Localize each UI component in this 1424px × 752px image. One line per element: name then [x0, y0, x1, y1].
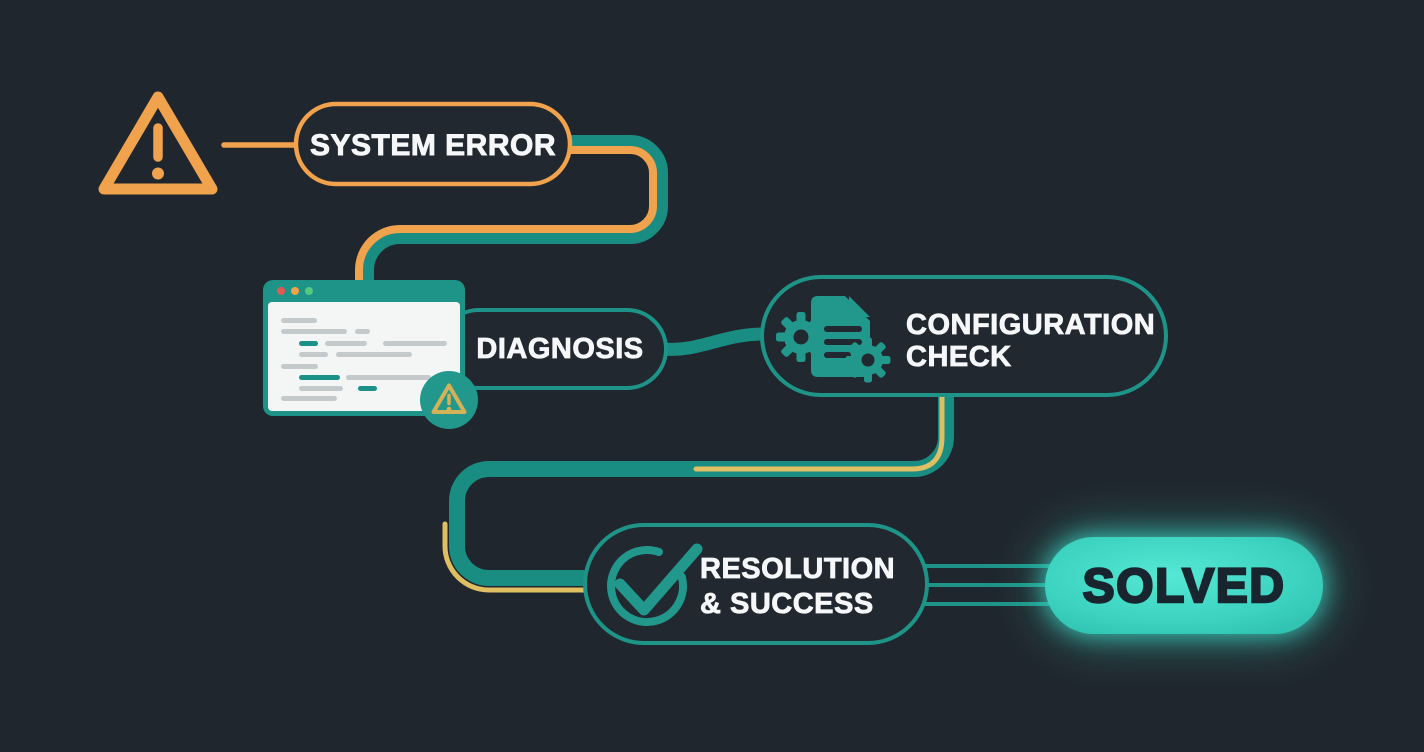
connector-diagnosis-to-configuration	[663, 327, 765, 356]
node-configuration-check: CONFIGURATION CHECK	[760, 275, 1168, 397]
window-dot-red	[277, 287, 285, 295]
badge-triangle-outline	[431, 383, 467, 414]
terminal-code-lines	[281, 318, 447, 401]
solved-label: SOLVED	[1083, 560, 1286, 613]
node-resolution-success: RESOLUTION & SUCCESS	[583, 523, 929, 645]
node-solved: SOLVED	[1045, 537, 1323, 634]
document-fold	[849, 296, 870, 317]
badge-exclamation-dot	[446, 406, 452, 412]
window-dot-yellow	[291, 287, 299, 295]
connector-resolution-to-solved	[920, 564, 1052, 606]
configuration-check-label-line2: CHECK	[906, 341, 1012, 373]
diagnosis-label: DIAGNOSIS	[476, 333, 643, 365]
check-mark	[614, 543, 703, 616]
warning-badge-icon	[420, 371, 478, 429]
resolution-success-label-line2: & SUCCESS	[700, 588, 874, 620]
warning-triangle-icon	[98, 91, 218, 195]
window-dot-green	[305, 287, 313, 295]
document-text-lines	[824, 326, 862, 358]
resolution-success-label-line1: RESOLUTION	[700, 553, 895, 585]
solved-pill	[1045, 537, 1323, 634]
check-circle-ring	[607, 546, 687, 626]
connector-gold-line-upper	[693, 392, 945, 472]
terminal-window-icon	[263, 280, 478, 429]
warning-triangle-outline	[98, 91, 218, 195]
connector-orange-line	[355, 146, 657, 296]
connector-gold-line-lower	[442, 521, 597, 593]
node-system-error: SYSTEM ERROR	[293, 101, 573, 187]
connector-configuration-to-resolution	[442, 392, 954, 593]
system-error-pill	[293, 101, 573, 187]
system-error-label: SYSTEM ERROR	[310, 129, 556, 162]
configuration-check-label-line1: CONFIGURATION	[906, 309, 1155, 341]
gear-right	[845, 337, 891, 383]
document-gears-icon	[776, 291, 891, 383]
connector-teal-line	[362, 135, 668, 296]
check-circle-icon	[607, 543, 703, 626]
node-diagnosis: DIAGNOSIS	[438, 308, 668, 390]
warning-exclamation-dot	[152, 167, 164, 180]
connector-system-error-to-terminal	[355, 135, 668, 296]
